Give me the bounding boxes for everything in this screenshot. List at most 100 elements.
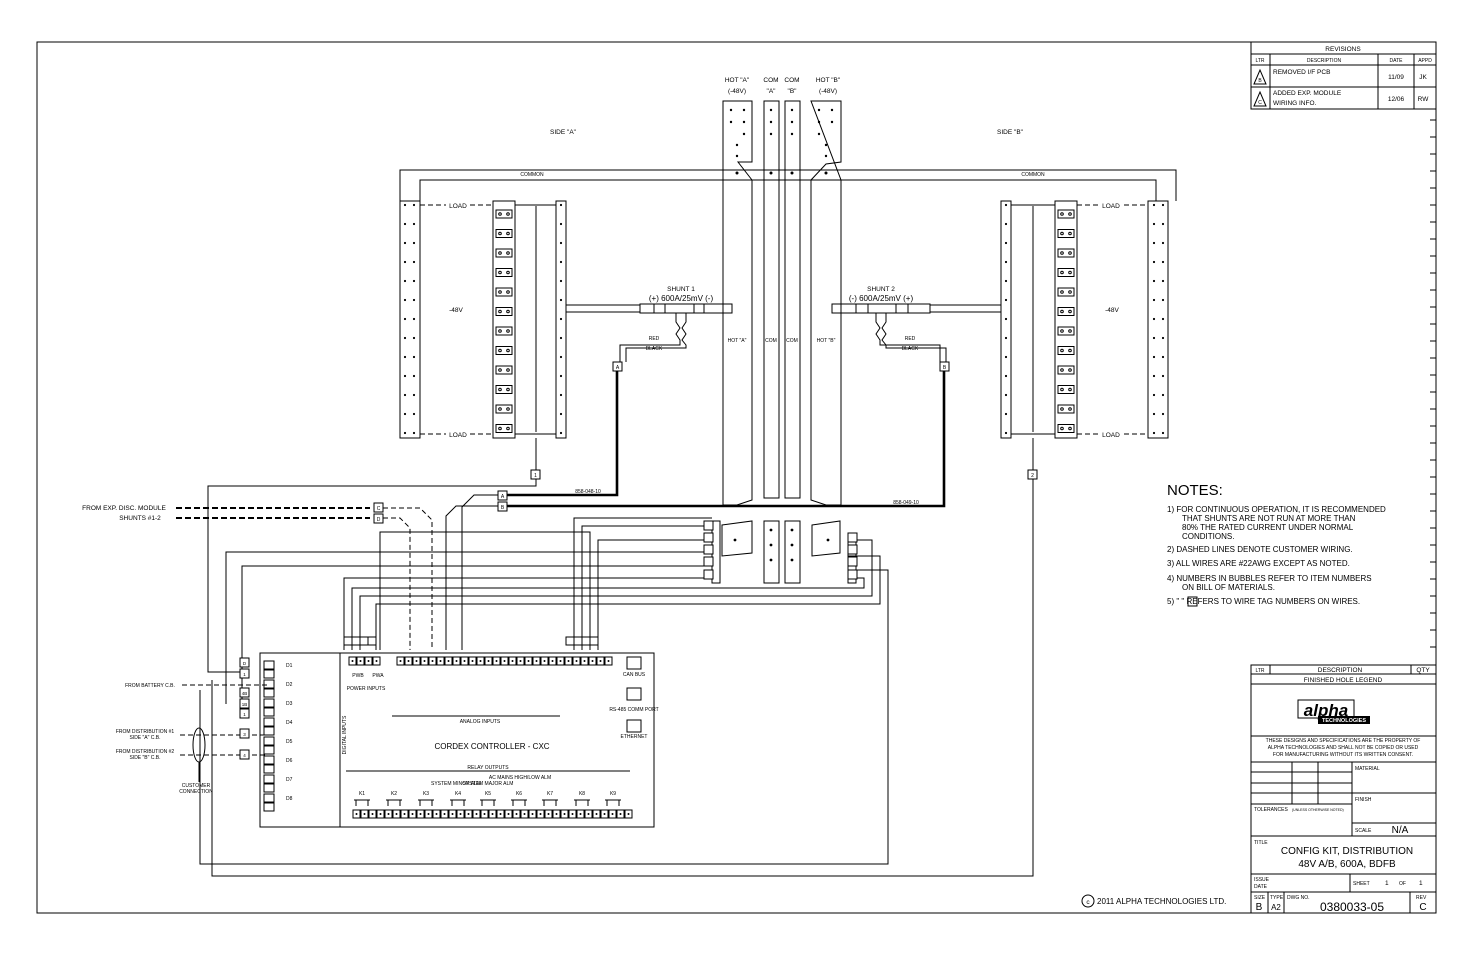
- svg-text:REMOVED I/F PCB: REMOVED I/F PCB: [1273, 69, 1330, 76]
- bus-hot-a-label: HOT "A": [728, 338, 747, 344]
- load-bottom-a: LOAD: [449, 432, 467, 439]
- svg-text:OF: OF: [1399, 881, 1406, 887]
- com-b-label: COM: [784, 77, 799, 84]
- from-exp-line1: FROM EXP. DISC. MODULE: [82, 505, 166, 512]
- alpha-logo: alpha TECHNOLOGIES: [1297, 699, 1370, 724]
- svg-text:B: B: [1258, 78, 1262, 84]
- rev-value: C: [1419, 902, 1426, 913]
- notes-title: NOTES:: [1167, 482, 1223, 499]
- com-a-sub: "A": [767, 88, 777, 95]
- svg-text:1: 1: [243, 672, 246, 677]
- relay-outputs-label: RELAY OUTPUTS: [467, 765, 509, 771]
- side-b-label: SIDE "B": [997, 129, 1024, 136]
- relay-desc-minor: SYSTEM MINOR ALM: [431, 781, 481, 787]
- side-b-panel: LOAD LOAD -48V: [930, 200, 1169, 439]
- dwg-number: 0380033-05: [1320, 900, 1384, 914]
- from-exp-line2: SHUNTS #1-2: [119, 515, 161, 522]
- load-bottom-b: LOAD: [1102, 432, 1120, 439]
- relay-desc-major: SYSTEM MAJOR ALM: [463, 781, 514, 787]
- shunt1-title: SHUNT 1: [667, 286, 695, 293]
- svg-text:WIRING INFO.: WIRING INFO.: [1273, 100, 1317, 107]
- digital-d1: D1: [286, 663, 293, 669]
- svg-text:11/09: 11/09: [1388, 74, 1404, 81]
- drawing-title-2: 48V A/B, 600A, BDFB: [1298, 859, 1396, 870]
- svg-text:SIZE: SIZE: [1254, 895, 1266, 901]
- svg-text:MATERIAL: MATERIAL: [1355, 766, 1380, 772]
- from-dist2-line1: FROM DISTRIBUTION #2: [116, 749, 175, 755]
- svg-text:B: B: [943, 365, 947, 371]
- svg-text:SHEET: SHEET: [1353, 881, 1370, 887]
- from-dist1-line2: SIDE "A" C.B.: [129, 735, 160, 741]
- svg-text:2: 2: [1031, 473, 1034, 479]
- svg-text:LTR: LTR: [1255, 58, 1264, 64]
- svg-text:REV: REV: [1416, 895, 1427, 901]
- minus48v-a: -48V: [449, 307, 463, 314]
- note-line-4: CONDITIONS.: [1182, 532, 1234, 541]
- svg-text:A: A: [501, 494, 505, 500]
- pwa-label: PWA: [372, 673, 384, 679]
- svg-text:B: B: [501, 505, 505, 511]
- note-line-2: THAT SHUNTS ARE NOT RUN AT MORE THAN: [1182, 514, 1356, 523]
- notes-block: NOTES: 1) FOR CONTINUOUS OPERATION, IT I…: [1167, 482, 1386, 607]
- relay-k4: K4: [455, 791, 461, 797]
- svg-text:DWG NO.: DWG NO.: [1287, 895, 1310, 901]
- size-value: B: [1256, 902, 1263, 913]
- svg-text:C: C: [1258, 100, 1262, 106]
- bus-hot-b-label: HOT "B": [817, 338, 836, 344]
- svg-text:DATE: DATE: [1254, 884, 1268, 890]
- svg-text:LTR: LTR: [1255, 668, 1264, 674]
- svg-text:D: D: [377, 517, 381, 523]
- left-inputs: FROM BATTERY C.B. FROM DISTRIBUTION #1 S…: [116, 657, 268, 795]
- svg-text:DESCRIPTION: DESCRIPTION: [1307, 58, 1342, 64]
- digital-d2: D2: [286, 682, 293, 688]
- shunt2-rating: (-) 600A/25mV (+): [849, 294, 914, 303]
- side-a-panel: COMMON COMMON LOAD LOAD -48V: [399, 169, 1177, 439]
- svg-text:ISSUE: ISSUE: [1254, 877, 1270, 883]
- svg-text:(UNLESS OTHERWISE NOTED): (UNLESS OTHERWISE NOTED): [1292, 808, 1344, 812]
- bubble-1: 1: [530, 438, 541, 480]
- common-label-b: COMMON: [1021, 172, 1045, 178]
- relay-k5: K5: [485, 791, 491, 797]
- svg-text:DATE: DATE: [1390, 58, 1404, 64]
- from-dist1-line1: FROM DISTRIBUTION #1: [116, 729, 175, 735]
- shunt2-black: BLACK: [902, 346, 919, 352]
- customer-conn-2: CONNECTION: [179, 789, 213, 795]
- rs485-port: [626, 687, 642, 701]
- relay-desc-mains: AC MAINS HIGH/LOW ALM: [489, 775, 551, 781]
- digital-d3: D3: [286, 701, 293, 707]
- shunt1-black: BLACK: [646, 346, 663, 352]
- hot-b-label: HOT "B": [816, 77, 841, 84]
- customer-conn-1: CUSTOMER: [182, 783, 211, 789]
- svg-text:12/06: 12/06: [1388, 96, 1405, 103]
- svg-text:TYPE: TYPE: [1270, 895, 1284, 901]
- shunt1-rating: (+) 600A/25mV (-): [649, 294, 714, 303]
- ethernet-port: [626, 719, 642, 733]
- svg-text:ADDED EXP. MODULE: ADDED EXP. MODULE: [1273, 90, 1342, 97]
- svg-text:D: D: [243, 661, 247, 666]
- copyright-icon: [1081, 894, 1095, 908]
- svg-text:JK: JK: [1419, 74, 1427, 81]
- hot-a-voltage: (-48V): [728, 88, 746, 95]
- svg-text:4B: 4B: [242, 691, 248, 696]
- shunt-1: SHUNT 1 (+) 600A/25mV (-) RED BLACK A: [612, 286, 733, 372]
- analog-inputs-label: ANALOG INPUTS: [460, 719, 501, 725]
- bubble-2: 2: [1027, 438, 1038, 480]
- svg-text:1: 1: [243, 712, 246, 717]
- svg-text:1: 1: [534, 473, 537, 479]
- load-top-a: LOAD: [449, 203, 467, 210]
- svg-text:CAN BUS: CAN BUS: [623, 672, 646, 678]
- com-b-sub: "B": [788, 88, 798, 95]
- svg-text:QTY: QTY: [1416, 667, 1430, 674]
- svg-text:1B: 1B: [242, 702, 248, 707]
- note-line-8: ON BILL OF MATERIALS.: [1182, 583, 1275, 592]
- svg-text:C: C: [377, 506, 381, 512]
- svg-text:APPD: APPD: [1418, 58, 1432, 64]
- digital-d4: D4: [286, 720, 293, 726]
- relay-k6: K6: [516, 791, 522, 797]
- copyright-text: 2011 ALPHA TECHNOLOGIES LTD.: [1097, 897, 1226, 906]
- cable-part-right: 858-049-10: [893, 500, 919, 506]
- finished-hole-legend: FINISHED HOLE LEGEND: [1304, 677, 1383, 684]
- note-line-6: 3) ALL WIRES ARE #22AWG EXCEPT AS NOTED.: [1167, 559, 1350, 568]
- svg-text:SCALE: SCALE: [1355, 828, 1372, 834]
